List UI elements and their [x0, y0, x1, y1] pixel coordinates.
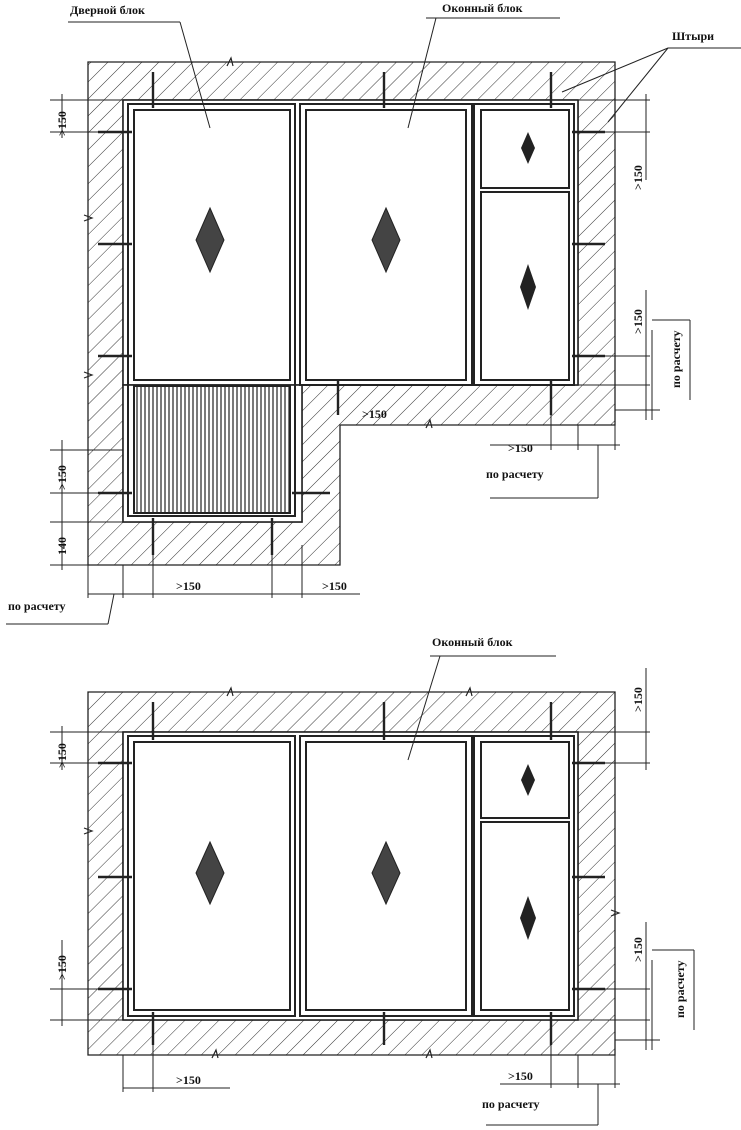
window-block-label: Оконный блок — [442, 1, 523, 15]
break-marks-top — [83, 56, 433, 429]
door-block-label: Дверной блок — [70, 3, 145, 17]
window-right-bottom-sash — [480, 191, 570, 381]
window-middle-frame — [299, 735, 473, 1017]
diagram-bottom: Оконный блок >150 >150 >150 >150 по расч… — [50, 635, 695, 1126]
diamond-icon — [520, 896, 536, 940]
window-right-bottom-sash-b — [480, 821, 570, 1011]
door-lower-panel — [133, 385, 291, 514]
diamond-icon — [520, 264, 536, 310]
pins-vertical-top — [151, 72, 553, 555]
opening-frame-top — [122, 99, 579, 386]
opening-frame-bottom — [122, 731, 579, 1021]
dim-gt150: >150 — [55, 111, 69, 136]
window-left-sash — [133, 741, 291, 1011]
dim-140: 140 — [55, 537, 69, 555]
pins-label: Штыри — [672, 29, 714, 43]
door-leaf — [133, 109, 291, 381]
dim-gt150: >150 — [322, 579, 347, 593]
door-block-frame — [127, 103, 296, 517]
dim-gt150: >150 — [631, 687, 645, 712]
window-middle-sash — [305, 741, 467, 1011]
dim-gt150: >150 — [176, 1073, 201, 1087]
diagram-top: Дверной блок Оконный блок Штыри >150 >15… — [6, 1, 741, 625]
diamond-icon — [371, 206, 401, 274]
dim-gt150: >150 — [631, 165, 645, 190]
window-block-label-bottom: Оконный блок — [432, 635, 513, 649]
pins-vertical-bottom — [151, 702, 553, 1045]
dim-gt150: >150 — [362, 407, 387, 421]
diamond-icon — [195, 840, 225, 906]
calc-label: по расчету — [482, 1097, 540, 1111]
window-block-frame — [299, 103, 473, 386]
break-marks-bottom — [83, 686, 621, 1059]
window-right-top-sash-b — [480, 741, 570, 819]
calc-label: по расчету — [673, 960, 687, 1018]
dim-gt150: >150 — [55, 955, 69, 980]
calc-label: по расчету — [486, 467, 544, 481]
dim-gt150: >150 — [176, 579, 201, 593]
diamond-icon — [521, 764, 535, 796]
dim-gt150: >150 — [508, 441, 533, 455]
dim-gt150: >150 — [55, 743, 69, 768]
window-right-top-sash — [480, 109, 570, 189]
diamond-icon — [371, 840, 401, 906]
window-sash-middle — [305, 109, 467, 381]
dim-gt150: >150 — [55, 465, 69, 490]
leader-lines-top — [6, 17, 741, 625]
dim-gt150: >150 — [631, 309, 645, 334]
dim-gt150: >150 — [508, 1069, 533, 1083]
dim-gt150: >150 — [631, 937, 645, 962]
diamond-icon — [521, 132, 535, 164]
calc-label: по расчету — [8, 599, 66, 613]
leader-lines-bottom — [50, 655, 695, 1126]
calc-label: по расчету — [669, 330, 683, 388]
diamond-icon — [195, 206, 225, 274]
